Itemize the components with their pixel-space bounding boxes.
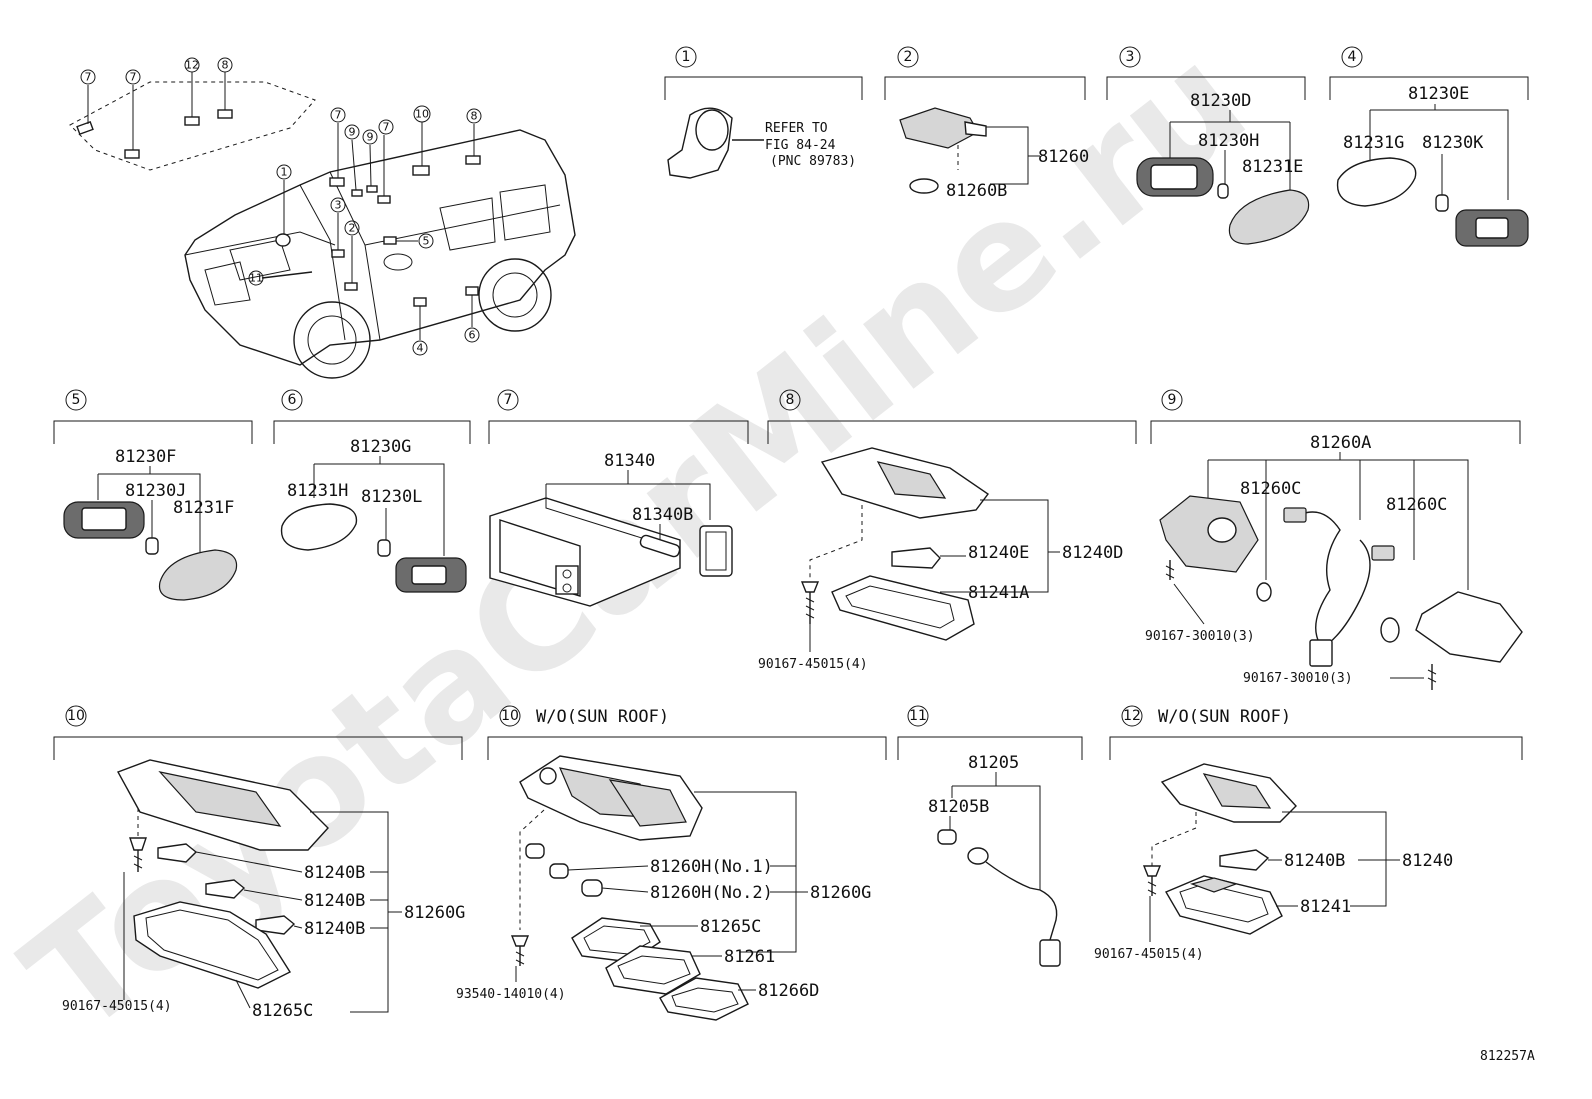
label-81230K: 81230K	[1422, 133, 1484, 153]
label-81266D: 81266D	[758, 981, 819, 1001]
vehicle-callout-12: 12	[185, 59, 199, 72]
reference-line-3: (PNC 89783)	[770, 154, 856, 169]
label-81260: 81260	[1038, 147, 1089, 167]
label-81340: 81340	[604, 451, 655, 471]
label-81205: 81205	[968, 753, 1019, 773]
label-81230F: 81230F	[115, 447, 176, 467]
label-81230L: 81230L	[361, 487, 422, 507]
section-3: 3 81230D 81230H 81231E	[1106, 46, 1310, 245]
label-81260G-sec10: 81260G	[404, 903, 465, 923]
vehicle-callout-10: 10	[415, 108, 429, 121]
section-1: 1 REFER TO FIG 84-24 (PNC 89783)	[664, 46, 863, 179]
vehicle-callout-1: 1	[281, 166, 288, 179]
section-8: 8 81240D 81240E 81241A 90167-45015(4)	[758, 389, 1137, 672]
section-callout-4: 4	[1348, 49, 1357, 65]
label-81261: 81261	[724, 947, 775, 967]
label-81240: 81240	[1402, 851, 1453, 871]
vehicle-callout-6: 6	[469, 329, 476, 342]
section-4: 4 81230E 81231G 81230K	[1329, 46, 1529, 247]
section-11: 11 81205 81205B	[897, 705, 1083, 967]
vehicle-callout-7: 7	[383, 121, 390, 134]
label-81240E: 81240E	[968, 543, 1029, 563]
label-81231G: 81231G	[1343, 133, 1404, 153]
label-81231E: 81231E	[1242, 157, 1303, 177]
label-93540-14010: 93540-14010(4)	[456, 987, 566, 1002]
label-90167-45015-sec12: 90167-45015(4)	[1094, 947, 1204, 962]
section-callout-6: 6	[288, 392, 297, 408]
section-callout-10b: 10	[501, 708, 519, 724]
section-5: 5 81230F 81230J 81231F	[53, 389, 253, 601]
label-81230J: 81230J	[125, 481, 186, 501]
vehicle-callout-7: 7	[335, 109, 342, 122]
section-7: 7 81340 81340B	[488, 389, 749, 607]
vehicle-callout-11: 11	[249, 272, 263, 285]
label-81241A: 81241A	[968, 583, 1029, 603]
section-callout-7: 7	[504, 392, 513, 408]
vehicle-callout-5: 5	[423, 235, 430, 248]
vehicle-callout-9: 9	[349, 126, 356, 139]
label-81230H: 81230H	[1198, 131, 1259, 151]
section-9: 9 81260A 81260C 81260C 90167-30010(3) 90…	[1145, 389, 1523, 690]
label-81265C-sec10b: 81265C	[700, 917, 761, 937]
vehicle-callout-8: 8	[222, 59, 229, 72]
section-callout-11: 11	[909, 708, 927, 724]
vehicle-overview: 7 7 12 8 1 7 9 9 7 10 8 3 2 5 11 4 6	[69, 57, 576, 379]
figure-id: 812257A	[1480, 1049, 1535, 1064]
label-81230E: 81230E	[1408, 84, 1469, 104]
label-81260H-no2: 81260H(No.2)	[650, 883, 773, 903]
vehicle-callout-8: 8	[471, 110, 478, 123]
section-callout-3: 3	[1126, 49, 1135, 65]
label-90167-30010-right: 90167-30010(3)	[1243, 671, 1353, 686]
section-6: 6 81230G 81231H 81230L	[273, 389, 471, 593]
vehicle-callout-9: 9	[367, 131, 374, 144]
section-callout-1: 1	[682, 49, 691, 65]
reference-line-1: REFER TO	[765, 121, 828, 136]
label-81260B: 81260B	[946, 181, 1007, 201]
label-81260C-left: 81260C	[1240, 479, 1301, 499]
reference-line-2: FIG 84-24	[765, 138, 836, 153]
vehicle-callout-7: 7	[85, 71, 92, 84]
label-90167-30010-left: 90167-30010(3)	[1145, 629, 1255, 644]
vehicle-callout-7: 7	[130, 71, 137, 84]
section-10: 10 81260G 90167-45015(4) 81240B 81240B 8…	[53, 705, 465, 1021]
label-90167-45015-sec8: 90167-45015(4)	[758, 657, 868, 672]
label-90167-45015-sec10: 90167-45015(4)	[62, 999, 172, 1014]
section-note-10b: W/O(SUN ROOF)	[536, 707, 669, 727]
section-callout-8: 8	[786, 392, 795, 408]
label-81240B-3: 81240B	[304, 919, 365, 939]
section-callout-12: 12	[1123, 708, 1141, 724]
label-81241: 81241	[1300, 897, 1351, 917]
vehicle-callout-4: 4	[417, 342, 424, 355]
label-81240D: 81240D	[1062, 543, 1123, 563]
label-81340B: 81340B	[632, 505, 693, 525]
vehicle-callout-2: 2	[349, 222, 356, 235]
section-12: 12 W/O(SUN ROOF) 81240 90167-45015(4) 81…	[1094, 705, 1523, 962]
label-81231F: 81231F	[173, 498, 234, 518]
label-81240B-sec12: 81240B	[1284, 851, 1345, 871]
vehicle-callout-3: 3	[335, 199, 342, 212]
label-81260A: 81260A	[1310, 433, 1371, 453]
section-note-12: W/O(SUN ROOF)	[1158, 707, 1291, 727]
label-81260H-no1: 81260H(No.1)	[650, 857, 773, 877]
section-2: 2 81260 81260B	[884, 46, 1089, 201]
section-10-wo-sunroof: 10 W/O(SUN ROOF) 81260G 93540-14010(4) 8…	[456, 705, 887, 1021]
section-callout-2: 2	[904, 49, 913, 65]
label-81231H: 81231H	[287, 481, 348, 501]
label-81240B-2: 81240B	[304, 891, 365, 911]
section-callout-9: 9	[1168, 392, 1177, 408]
label-81260G-sec10b: 81260G	[810, 883, 871, 903]
section-callout-10: 10	[67, 708, 85, 724]
label-81230G: 81230G	[350, 437, 411, 457]
label-81205B: 81205B	[928, 797, 989, 817]
label-81265C-sec10: 81265C	[252, 1001, 313, 1021]
label-81230D: 81230D	[1190, 91, 1251, 111]
label-81240B-1: 81240B	[304, 863, 365, 883]
section-callout-5: 5	[72, 392, 81, 408]
label-81260C-right: 81260C	[1386, 495, 1447, 515]
